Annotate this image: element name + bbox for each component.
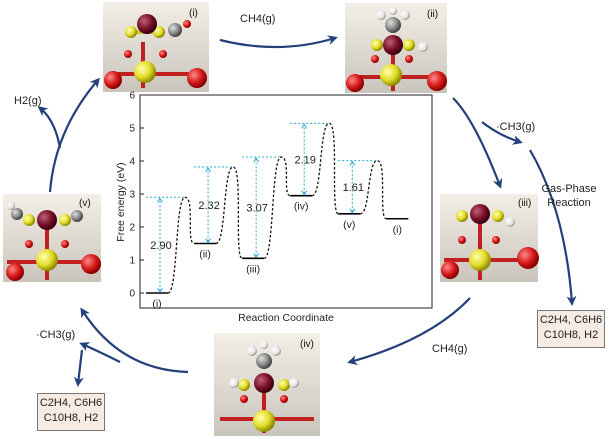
- barrier-arrowhead-down: [301, 190, 308, 196]
- arrow-gas-phase: [529, 149, 577, 306]
- products-box-left: C2H4, C6H6 C10H8, H2: [37, 393, 105, 431]
- barrier-arrowhead-down: [157, 287, 163, 293]
- reaction-path-segment: [311, 122, 339, 215]
- arrow-ch3-release: [481, 121, 523, 145]
- ch4-bottom-label: CH4(g): [432, 343, 467, 355]
- energy-chart: 0 1 2 3 4 5 6 Free energy (eV) Reaction Coordi…: [115, 91, 433, 324]
- panel-iii-label: (iii): [518, 198, 531, 209]
- state-label: (v): [343, 219, 355, 231]
- barrier-arrowhead-up: [349, 160, 356, 166]
- products-box-right: C2H4, C6H6 C10H8, H2: [537, 310, 605, 348]
- arrow-i-to-ii: [219, 35, 338, 49]
- products-right-line1: C2H4, C6H6: [539, 314, 603, 326]
- arrow-ch3-left: [79, 342, 121, 363]
- barrier-value: 2.19: [294, 155, 315, 167]
- state-label: (iii): [246, 263, 260, 275]
- ch4-top-label: CH4(g): [240, 13, 275, 25]
- barrier-arrowhead-up: [205, 166, 211, 173]
- barrier-arrowhead-up: [301, 123, 308, 129]
- barrier-value: 2.90: [150, 240, 171, 252]
- x-axis-title: Reaction Coordinate: [238, 312, 334, 324]
- products-right-line2: C10H8, H2: [543, 329, 599, 341]
- y-tick-label: 3: [129, 190, 135, 201]
- arrow-v-to-i: [48, 77, 100, 193]
- reaction-path-segment: [167, 196, 195, 294]
- y-tick-label: 0: [129, 289, 135, 300]
- panel-iii: (iii): [440, 194, 539, 282]
- cycle-labels: CH4(g) ·CH3(g) CH4(g) ·CH3(g) H2(g): [14, 13, 535, 355]
- y-axis-title: Free energy (eV): [115, 162, 127, 241]
- panel-iv: (iv): [214, 333, 320, 436]
- state-label: (i): [393, 224, 402, 236]
- panel-i-top: (i): [103, 2, 209, 92]
- products-left-line2: C10H8, H2: [43, 412, 99, 424]
- state-label: (iv): [294, 201, 309, 213]
- ch3-right-label: ·CH3(g): [496, 121, 535, 133]
- products-left-line1: C2H4, C6H6: [39, 397, 103, 409]
- gas-phase-line1: Gas-Phase: [541, 183, 597, 195]
- arrow-h2-release: [37, 106, 62, 149]
- chart-frame: [139, 94, 433, 309]
- barrier-markers: 2.90 2.32 3.07 2.19 1.61: [146, 122, 378, 293]
- reaction-path-segment: [215, 166, 243, 259]
- ch3-left-label: ·CH3(g): [36, 329, 75, 341]
- barrier-arrowhead-up: [157, 197, 163, 203]
- barrier-arrowhead-down: [253, 253, 260, 259]
- barrier-value: 2.32: [198, 200, 219, 212]
- y-tick-label: 5: [129, 124, 135, 135]
- barrier-arrowhead-down: [349, 208, 356, 214]
- gas-phase-line2: Reaction: [547, 197, 591, 209]
- h2-label: H2(g): [14, 95, 42, 107]
- reaction-path-segment: [359, 160, 387, 220]
- panel-v-label: (v): [79, 198, 91, 209]
- y-tick-label: 1: [129, 256, 135, 267]
- arrow-iv-to-v: [80, 307, 189, 374]
- arrow-products-left: [73, 349, 84, 387]
- panel-iv-label: (iv): [300, 339, 314, 350]
- y-axis-ticks: 0 1 2 3 4 5 6: [129, 91, 144, 300]
- state-labels: (i) (ii) (iii) (iv) (v) (i): [152, 201, 402, 310]
- state-label: (i): [152, 298, 161, 310]
- y-tick-label: 6: [129, 91, 135, 102]
- arrow-ii-to-iii: [452, 97, 503, 189]
- energy-profile: [146, 122, 409, 294]
- panel-ii-label: (ii): [427, 9, 438, 20]
- y-tick-label: 2: [129, 223, 135, 234]
- cycle-arrows: [37, 35, 577, 387]
- y-tick-label: 4: [129, 157, 135, 168]
- reaction-path-segment: [263, 156, 291, 259]
- gas-phase-label: Gas-Phase Reaction: [534, 182, 604, 210]
- panel-v: (v): [3, 194, 101, 282]
- panel-i-top-label: (i): [189, 8, 198, 19]
- barrier-value: 1.61: [343, 182, 364, 194]
- barrier-value: 3.07: [246, 203, 267, 215]
- panel-ii: (ii): [345, 3, 447, 93]
- barrier-arrowhead-up: [253, 157, 260, 163]
- arrow-iii-to-iv: [347, 297, 471, 365]
- barrier-arrowhead-down: [205, 238, 211, 244]
- state-label: (ii): [199, 249, 211, 261]
